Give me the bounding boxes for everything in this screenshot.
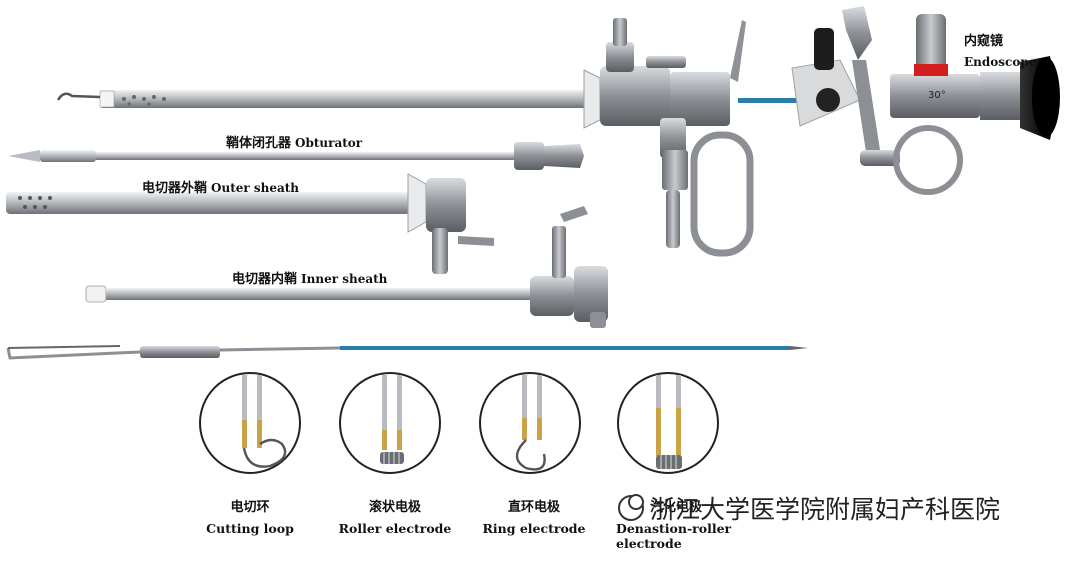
electrode-detail-roller xyxy=(339,372,441,474)
caption-ring-zh: 直环电极 xyxy=(507,500,560,515)
label-endoscope-zh: 内窥镜 xyxy=(964,34,1004,49)
label-inner-sheath-en: Inner sheath xyxy=(301,272,388,286)
label-endoscope-en: Endoscope xyxy=(964,55,1037,69)
caption-vaporization-zh: 汽化电极 xyxy=(649,500,702,515)
electrode-detail-cutting-loop xyxy=(199,372,301,474)
electrode-detail-vaporization xyxy=(617,372,719,474)
caption-cutting-loop-zh: 电切环 xyxy=(230,500,270,515)
label-endoscope: 内窥镜 Endoscope xyxy=(964,34,1036,70)
caption-roller-electrode: 滚状电极 Roller electrode xyxy=(336,496,454,536)
caption-roller-en: Roller electrode xyxy=(338,521,452,536)
assembled-resectoscope xyxy=(56,6,1060,257)
caption-roller-zh: 滚状电极 xyxy=(368,500,421,515)
caption-cutting-loop-en: Cutting loop xyxy=(206,521,294,536)
watermark: 浙江大学医学院附属妇产科医院 xyxy=(618,490,1000,526)
watermark-text: 浙江大学医学院附属妇产科医院 xyxy=(650,495,1001,524)
label-outer-sheath-en: Outer sheath xyxy=(211,181,300,195)
inner-sheath-drawing xyxy=(85,206,608,328)
caption-cutting-loop: 电切环 Cutting loop xyxy=(196,496,304,536)
wechat-icon xyxy=(618,494,644,521)
label-outer-sheath-zh: 电切器外鞘 xyxy=(142,181,208,196)
label-obturator-zh: 鞘体闭孔器 xyxy=(226,136,292,151)
electrode-assembly xyxy=(6,345,808,360)
obturator-drawing xyxy=(8,142,584,170)
label-obturator-en: Obturator xyxy=(295,136,363,150)
endoscope-angle: 30° xyxy=(928,90,946,101)
outer-sheath-drawing xyxy=(6,173,494,274)
label-inner-sheath-zh: 电切器内鞘 xyxy=(232,272,298,287)
caption-vaporization-en: Denastion-roller electrode xyxy=(616,521,732,551)
caption-ring-en: Ring electrode xyxy=(482,521,586,536)
caption-ring-electrode: 直环电极 Ring electrode xyxy=(478,496,590,536)
caption-vaporization-electrode: 汽化电极 Denastion-roller electrode xyxy=(616,496,736,551)
electrode-detail-ring xyxy=(479,372,581,474)
